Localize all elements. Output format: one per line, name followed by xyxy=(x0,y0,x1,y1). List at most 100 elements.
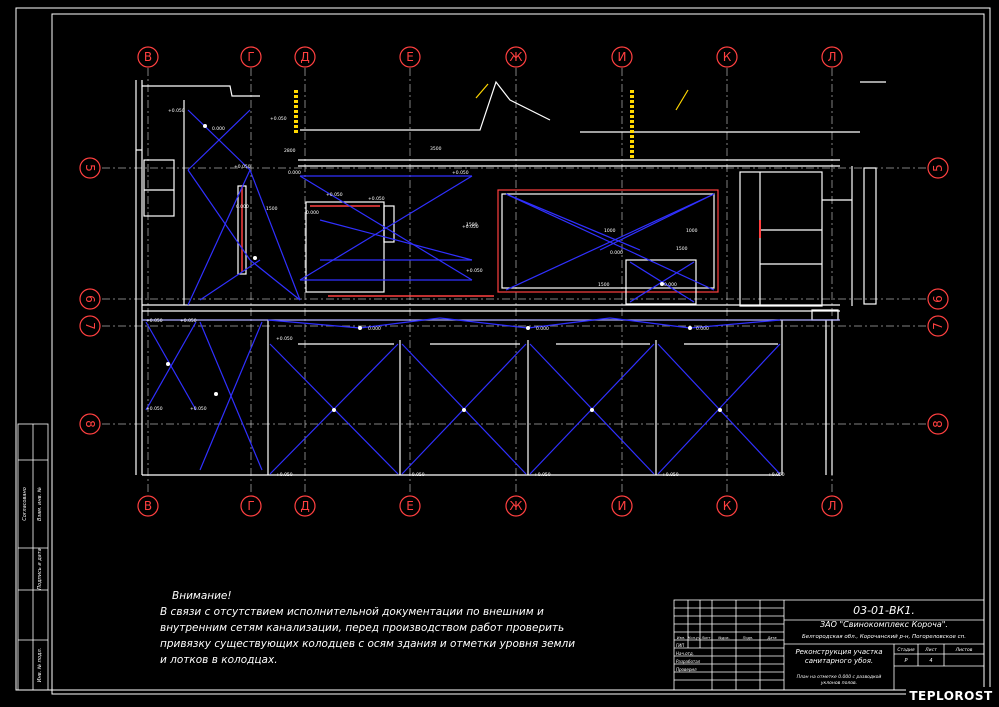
axis-label: В xyxy=(144,50,152,64)
sheet-title-line2: уклонов полов. xyxy=(820,681,857,686)
elevation-label: +0.050 xyxy=(408,472,425,478)
elevation-label: 0.000 xyxy=(288,170,301,176)
elevation-label: +0.050 xyxy=(368,196,385,202)
axis-label: 7 xyxy=(83,322,97,330)
title-block-text: 03-01-ВК1. ЗАО "Свинокомплекс Короча". Б… xyxy=(676,604,973,686)
axis-label: 6 xyxy=(83,295,97,303)
axis-label: Л xyxy=(827,50,836,64)
axis-label: 7 xyxy=(931,322,945,330)
column-axis-bubble-bottom: Л xyxy=(821,495,843,517)
sheets-total-header: Листов xyxy=(955,647,973,653)
column-axis-bubble-top: Д xyxy=(294,46,316,68)
column-axis-bubble-top: И xyxy=(611,46,633,68)
column-axis-bubble-bottom: К xyxy=(716,495,738,517)
axis-label: Д xyxy=(300,499,309,513)
column-axis-bubble-bottom: В xyxy=(137,495,159,517)
elevation-label: +0.050 xyxy=(234,164,251,170)
drain-points xyxy=(166,124,722,412)
row-axis-bubble-right: 7 xyxy=(927,315,949,337)
dimension-label: 1000 xyxy=(604,228,616,234)
axis-label: Ж xyxy=(510,499,523,513)
note-line: В связи с отсутствием исполнительной док… xyxy=(160,606,544,618)
elevation-label: 0.000 xyxy=(536,326,549,332)
sheet-title-line1: План на отметке 0.000 с разводкой xyxy=(797,674,882,680)
col-header-podp: Подп. xyxy=(743,636,754,640)
floor-slope-lines xyxy=(142,109,840,475)
note-heading: Внимание! xyxy=(172,590,232,602)
dimension-label: 1500 xyxy=(676,246,688,252)
col-header-data: Дата xyxy=(766,636,776,640)
elevation-label: +0.050 xyxy=(462,224,479,230)
dimension-label: 2800 xyxy=(284,148,296,154)
axis-label: Е xyxy=(406,50,414,64)
watermark-logo: TEPLOROST xyxy=(906,687,996,705)
axis-label: Е xyxy=(406,499,414,513)
axis-label: И xyxy=(618,50,627,64)
column-axis-bubble-top: К xyxy=(716,46,738,68)
elevation-label: 0.000 xyxy=(610,250,623,256)
role-nach-otd: Нач.отд. xyxy=(676,651,694,656)
col-header-izm: Изм. xyxy=(677,636,685,640)
axis-label: К xyxy=(723,499,732,513)
side-stamp-label: Согласовано xyxy=(22,487,28,521)
row-axis-bubble-left: 6 xyxy=(79,288,101,310)
drawing-code: 03-01-ВК1. xyxy=(853,604,915,617)
company-address: Белгородская обл., Корочанский р-н, Пого… xyxy=(802,634,966,640)
dimension-label: 1500 xyxy=(266,206,278,212)
project-title-line2: санитарного убоя. xyxy=(805,657,873,665)
project-title-line1: Реконструкция участка xyxy=(795,648,882,656)
elevation-label: +0.050 xyxy=(276,472,293,478)
axis-label: 8 xyxy=(931,420,945,428)
warning-note: Внимание! В связи с отсутствием исполнит… xyxy=(160,588,610,668)
elevation-label: +0.050 xyxy=(190,406,207,412)
elevation-label: +0.050 xyxy=(662,472,679,478)
company-name: ЗАО "Свинокомплекс Короча". xyxy=(820,620,948,629)
dimension-label: 1500 xyxy=(598,282,610,288)
accent-marks xyxy=(241,83,761,297)
building-walls xyxy=(135,80,886,476)
column-axis-bubble-top: Е xyxy=(399,46,421,68)
role-developer: Разработал xyxy=(676,659,701,664)
elevation-label: +0.050 xyxy=(534,472,551,478)
axis-label: 6 xyxy=(931,295,945,303)
elevation-label: 0.000 xyxy=(696,326,709,332)
elevation-label: 0.000 xyxy=(306,210,319,216)
elevation-label: +0.050 xyxy=(146,406,163,412)
sheet-outer-frame xyxy=(15,7,991,691)
column-axis-bubble-top: Л xyxy=(821,46,843,68)
elevation-label: 0.000 xyxy=(368,326,381,332)
col-header-ndoc: №док. xyxy=(717,636,729,640)
row-axis-bubble-right: 5 xyxy=(927,157,949,179)
side-stamp xyxy=(17,423,49,691)
stage-value: Р xyxy=(904,658,907,664)
side-stamp-label: Подпись и дата xyxy=(37,548,43,589)
elevation-label: +0.050 xyxy=(768,472,785,478)
elevation-label: +0.050 xyxy=(146,318,163,324)
dimension-label: 1000 xyxy=(686,228,698,234)
column-axis-bubble-bottom: Е xyxy=(399,495,421,517)
note-line: и лотков в колодцах. xyxy=(160,654,278,666)
column-axis-bubble-bottom: Г xyxy=(240,495,262,517)
elevation-label: +0.050 xyxy=(452,170,469,176)
elevation-label: +0.050 xyxy=(180,318,197,324)
elevation-label: 0.000 xyxy=(212,126,225,132)
axis-label: В xyxy=(144,499,152,513)
note-line: привязку существующих колодцев с осям зд… xyxy=(160,638,576,650)
elevation-label: +0.050 xyxy=(168,108,185,114)
column-axis-bubble-top: В xyxy=(137,46,159,68)
elevation-label: 0.000 xyxy=(664,282,677,288)
side-stamp-label: Инв. № подл. xyxy=(37,648,43,683)
role-gip: ГИП xyxy=(676,643,684,648)
row-axis-bubble-left: 8 xyxy=(79,413,101,435)
col-header-list: Лист xyxy=(701,636,712,640)
axis-label: Ж xyxy=(510,50,523,64)
stage-header: Стадия xyxy=(897,647,915,653)
row-axis-bubble-right: 8 xyxy=(927,413,949,435)
axis-label: И xyxy=(618,499,627,513)
elevation-label: +0.050 xyxy=(270,116,287,122)
axis-label: 5 xyxy=(931,164,945,172)
column-axis-bubble-top: Г xyxy=(240,46,262,68)
